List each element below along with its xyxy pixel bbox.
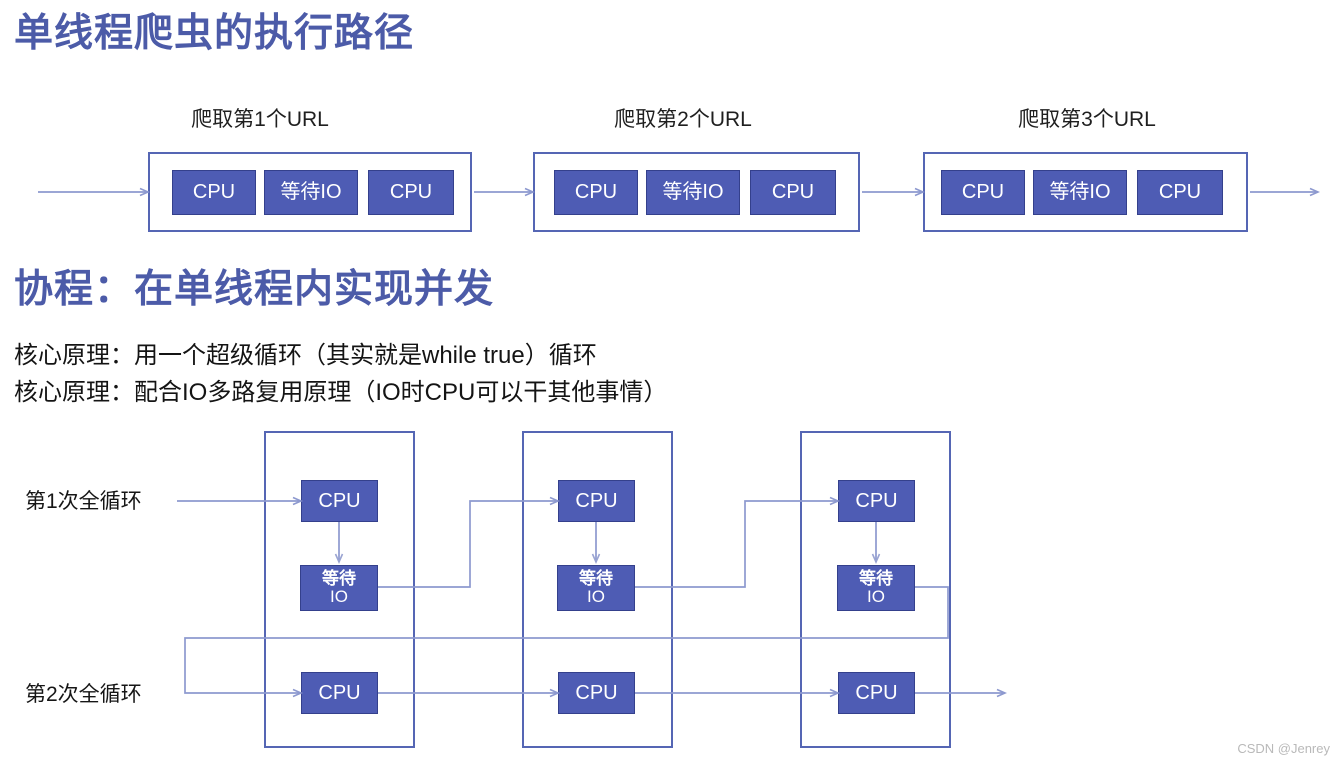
url-caption-1: 爬取第1个URL xyxy=(191,108,329,131)
task-box-cpu-2b: CPU xyxy=(750,170,836,215)
task-box-waitio-1: 等待IO xyxy=(264,170,358,215)
coroutine-waitio-c2-loop1: 等待 IO xyxy=(557,565,635,611)
coroutine-waitio-c1-loop1: 等待 IO xyxy=(300,565,378,611)
coroutine-cpu-c2-loop1: CPU xyxy=(558,480,635,522)
coroutine-cpu-c2-loop2: CPU xyxy=(558,672,635,714)
coroutine-cpu-c3-loop2: CPU xyxy=(838,672,915,714)
coroutine-waitio-c3-loop1: 等待 IO xyxy=(837,565,915,611)
task-box-waitio-3: 等待IO xyxy=(1033,170,1127,215)
waitio-label-line1: 等待 xyxy=(859,569,893,589)
waitio-label-line2: IO xyxy=(587,587,605,606)
loop-label-2: 第2次全循环 xyxy=(25,683,142,706)
watermark-text: CSDN @Jenrey xyxy=(1237,741,1330,756)
task-box-cpu-3a: CPU xyxy=(941,170,1025,215)
task-box-cpu-1b: CPU xyxy=(368,170,454,215)
coroutine-cpu-c1-loop1: CPU xyxy=(301,480,378,522)
waitio-label-line2: IO xyxy=(867,587,885,606)
loop-label-1: 第1次全循环 xyxy=(25,490,142,513)
coroutine-cpu-c1-loop2: CPU xyxy=(301,672,378,714)
body-text-line-2: 核心原理：配合IO多路复用原理（IO时CPU可以干其他事情） xyxy=(14,379,668,406)
body-text-line-1: 核心原理：用一个超级循环（其实就是while true）循环 xyxy=(14,342,597,369)
waitio-label-line1: 等待 xyxy=(579,569,613,589)
page-title: 单线程爬虫的执行路径 xyxy=(14,12,415,55)
url-caption-3: 爬取第3个URL xyxy=(1018,108,1156,131)
task-box-cpu-2a: CPU xyxy=(554,170,638,215)
task-box-cpu-1a: CPU xyxy=(172,170,256,215)
task-box-cpu-3b: CPU xyxy=(1137,170,1223,215)
section-title-coroutine: 协程：在单线程内实现并发 xyxy=(14,268,495,311)
url-caption-2: 爬取第2个URL xyxy=(614,108,752,131)
coroutine-cpu-c3-loop1: CPU xyxy=(838,480,915,522)
waitio-label-line1: 等待 xyxy=(322,569,356,589)
waitio-label-line2: IO xyxy=(330,587,348,606)
task-box-waitio-2: 等待IO xyxy=(646,170,740,215)
